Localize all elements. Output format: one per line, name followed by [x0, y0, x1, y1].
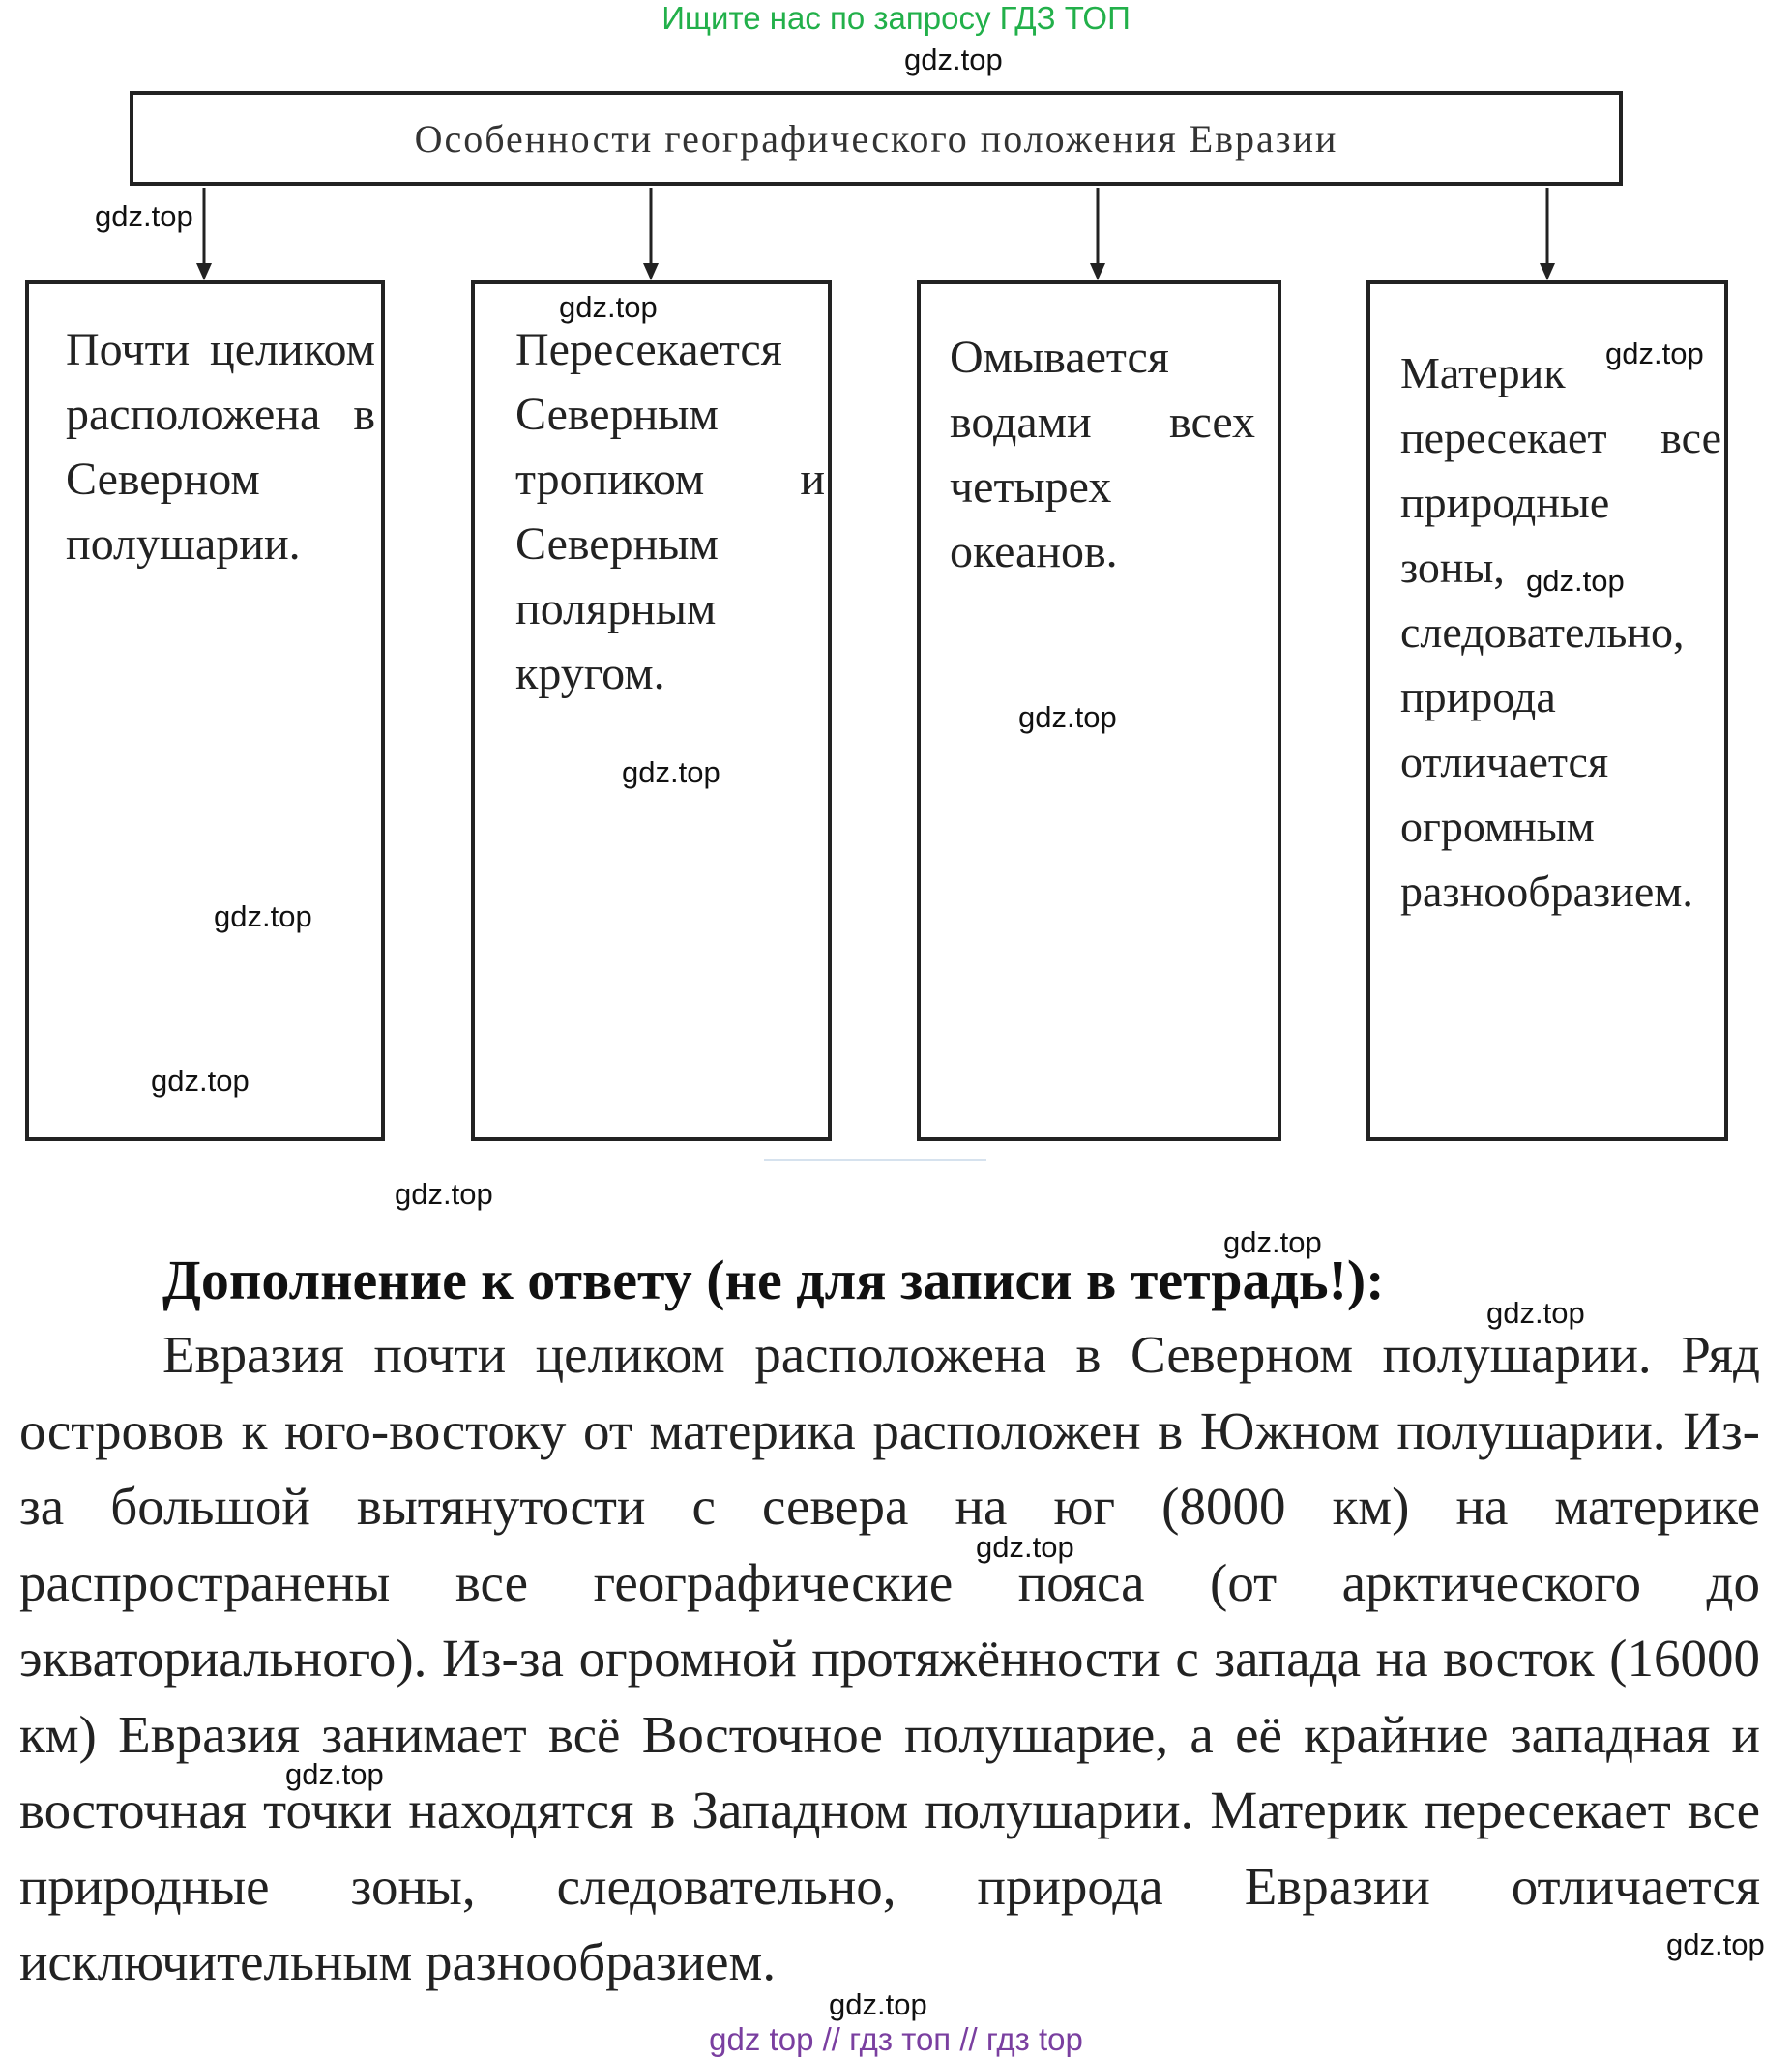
diagram-header-text: Особенности географического положения Ев… [414, 116, 1338, 161]
watermark: gdz.top [559, 290, 658, 324]
diagram-box-2 [471, 280, 832, 1141]
footer-links: gdz top // гдз топ // гдз top [709, 2021, 1083, 2057]
watermark: gdz.top [1666, 1927, 1765, 1961]
watermark: gdz.top [829, 1987, 927, 2021]
watermark: gdz.top [1223, 1225, 1322, 1259]
watermark: gdz.top [214, 899, 312, 933]
diagram-box-3-text: Омывается водами всех четырех океанов. [950, 332, 1255, 577]
watermark: gdz.top [1605, 337, 1704, 370]
diagram-header-box: Особенности географического положения Ев… [130, 91, 1623, 186]
arrow-1-head [196, 263, 212, 280]
search-hint-banner: Ищите нас по запросу ГДЗ ТОП [661, 0, 1131, 36]
watermark: gdz.top [1018, 700, 1117, 734]
diagram-box-4 [1366, 280, 1728, 1141]
watermark: gdz.top [1486, 1296, 1585, 1330]
divider-line [764, 1159, 986, 1161]
diagram-box-1 [25, 280, 385, 1141]
arrow-2-head [643, 263, 659, 280]
watermark: gdz.top [151, 1064, 250, 1098]
watermark: gdz.top [395, 1177, 493, 1211]
watermark: gdz.top [904, 43, 1003, 76]
arrow-4-head [1540, 263, 1555, 280]
watermark: gdz.top [95, 199, 193, 233]
diagram-box-4-text: Материк пересекает все природные зоны, с… [1400, 348, 1721, 916]
addendum-title: Дополнение к ответу (не для записи в тет… [162, 1249, 1385, 1311]
diagram-arrows [196, 188, 1555, 280]
diagram-box-3 [917, 280, 1281, 1141]
watermark: gdz.top [285, 1757, 384, 1791]
addendum-paragraph: Евразия почти целиком расположена в Севе… [19, 1325, 1760, 1991]
diagram-box-1-text: Почти целиком расположена в Северном пол… [66, 324, 375, 570]
watermark: gdz.top [976, 1530, 1074, 1564]
diagram-box-2-text: Пересекается Северным тропиком и Северны… [515, 324, 825, 699]
watermark: gdz.top [1526, 564, 1625, 598]
watermark: gdz.top [622, 755, 720, 789]
arrow-3-head [1090, 263, 1105, 280]
